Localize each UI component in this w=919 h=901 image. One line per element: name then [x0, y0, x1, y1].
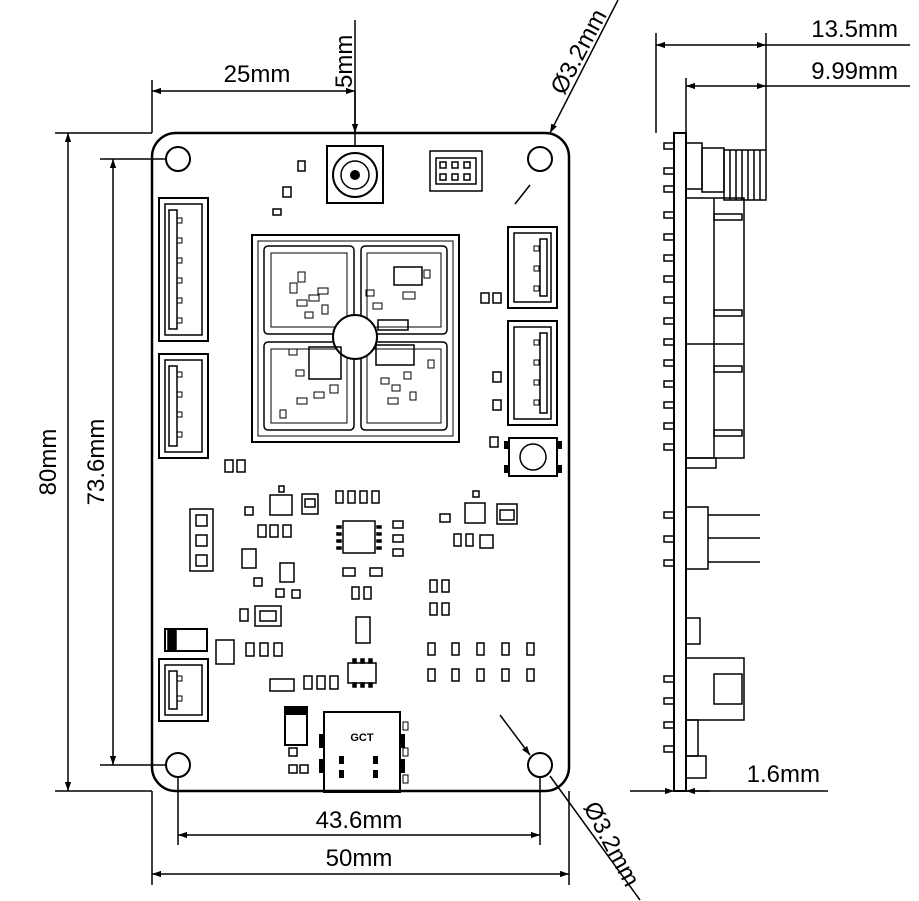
pcb-outline — [150, 131, 571, 793]
misc-components — [164, 459, 535, 774]
antenna-connector — [326, 145, 384, 204]
dim-board-height: 80mm — [35, 429, 62, 496]
side-view — [663, 132, 767, 792]
dim-hole-diameter-top: Ø3.2mm — [545, 5, 612, 99]
connector-left-1 — [158, 197, 209, 342]
mounting-hole-bottom-right — [527, 752, 553, 778]
side-dimensions — [630, 33, 910, 795]
dim-antenna-offset-y: 5mm — [331, 35, 358, 88]
connector-left-2 — [158, 353, 209, 459]
usb-connector — [319, 711, 409, 793]
side-pcb — [673, 132, 687, 792]
side-dimension-labels: 13.5mm 9.99mm 1.6mm — [747, 16, 898, 788]
rf-shield-module — [251, 234, 460, 443]
side-connectors — [685, 197, 760, 779]
push-button — [504, 437, 562, 477]
dim-hole-spacing-y: 73.6mm — [83, 419, 110, 506]
dim-board-width: 50mm — [326, 845, 393, 872]
connector-left-3 — [158, 658, 209, 722]
side-antenna — [685, 142, 767, 201]
programming-header — [429, 150, 483, 192]
dim-antenna-offset-x: 25mm — [224, 61, 291, 88]
usb-connector-label: GCT — [350, 732, 374, 744]
dim-side-total-height: 13.5mm — [811, 16, 898, 43]
connector-right-1 — [507, 226, 558, 309]
front-view — [150, 131, 571, 793]
dim-hole-diameter-bottom: Ø3.2mm — [578, 797, 645, 891]
mounting-hole-top-left — [165, 146, 191, 172]
dim-pcb-thickness: 1.6mm — [747, 761, 820, 788]
front-dimensions — [55, 0, 641, 901]
mounting-hole-bottom-left — [165, 752, 191, 778]
dim-hole-spacing-x: 43.6mm — [316, 807, 403, 834]
capacitor — [284, 706, 308, 746]
mounting-hole-top-right — [527, 146, 553, 172]
dim-side-connector-height: 9.99mm — [811, 58, 898, 85]
connector-right-2 — [507, 320, 558, 426]
